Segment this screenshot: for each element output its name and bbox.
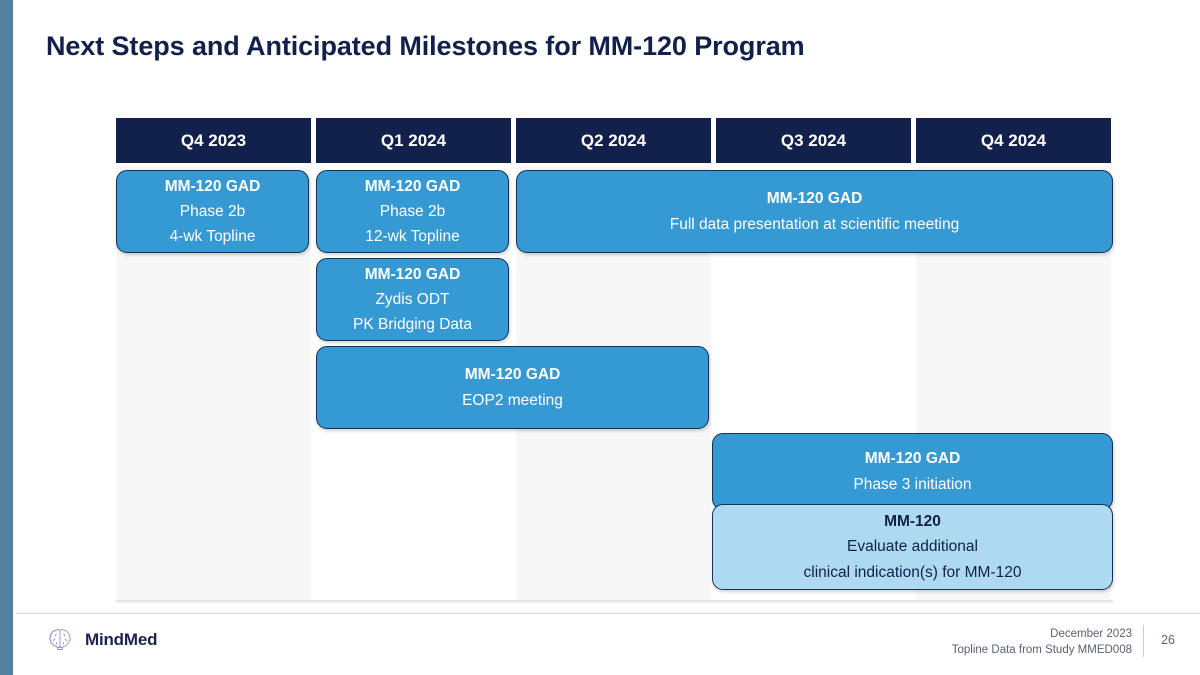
milestone-line2: Phase 2b [379, 202, 446, 220]
footer-vertical-divider [1143, 625, 1144, 657]
milestone-line1: MM-120 GAD [464, 366, 561, 384]
milestone-line3: 4-wk Topline [169, 228, 256, 246]
milestone-line3: PK Bridging Data [353, 316, 472, 334]
quarter-header-row: Q4 2023 Q1 2024 Q2 2024 Q3 2024 Q4 2024 [116, 118, 1113, 163]
milestone-line2: Phase 3 initiation [853, 475, 972, 493]
milestone-line2: Full data presentation at scientific mee… [669, 215, 960, 233]
milestone-line2: Evaluate additional [847, 538, 978, 556]
milestone-bars: MM-120 GAD Phase 2b 4-wk Topline MM-120 … [116, 118, 1113, 600]
milestone-bar-gad-zydis-odt[interactable]: MM-120 GAD Zydis ODT PK Bridging Data [316, 258, 509, 341]
left-accent-strip-inner [13, 0, 16, 675]
quarter-header-q1-2024: Q1 2024 [316, 118, 511, 163]
milestone-line2: Phase 2b [179, 202, 246, 220]
milestone-timeline: Q4 2023 Q1 2024 Q2 2024 Q3 2024 Q4 2024 … [116, 118, 1113, 604]
footer-metadata: December 2023 Topline Data from Study MM… [952, 626, 1132, 659]
milestone-line1: MM-120 GAD [364, 177, 461, 195]
quarter-header-q4-2023: Q4 2023 [116, 118, 311, 163]
footer-date: December 2023 [1050, 628, 1132, 640]
page-title: Next Steps and Anticipated Milestones fo… [46, 31, 805, 61]
timeline-bottom-shadow [116, 600, 1113, 604]
quarter-header-q2-2024: Q2 2024 [516, 118, 711, 163]
page-number: 26 [1161, 633, 1175, 647]
brain-icon [49, 629, 71, 650]
footer-source: Topline Data from Study MMED008 [951, 644, 1132, 657]
quarter-header-q4-2024: Q4 2024 [916, 118, 1111, 163]
milestone-bar-gad-phase2b-12wk[interactable]: MM-120 GAD Phase 2b 12-wk Topline [316, 170, 509, 253]
milestone-line2: EOP2 meeting [462, 391, 563, 409]
milestone-bar-gad-phase2b-4wk[interactable]: MM-120 GAD Phase 2b 4-wk Topline [116, 170, 309, 253]
milestone-line1: MM-120 GAD [766, 190, 863, 208]
mindmed-logo: MindMed [46, 626, 157, 654]
milestone-line3: clinical indication(s) for MM-120 [803, 563, 1022, 581]
quarter-header-q3-2024: Q3 2024 [716, 118, 911, 163]
milestone-line1: MM-120 GAD [864, 450, 961, 468]
milestone-line2: Zydis ODT [375, 290, 450, 308]
milestone-bar-mm120-evaluate[interactable]: MM-120 Evaluate additional clinical indi… [712, 504, 1113, 590]
left-accent-strip [0, 0, 13, 675]
milestone-line1: MM-120 [884, 513, 941, 531]
mindmed-wordmark: MindMed [85, 630, 158, 649]
milestone-line1: MM-120 GAD [164, 177, 261, 195]
milestone-bar-gad-phase3[interactable]: MM-120 GAD Phase 3 initiation [712, 433, 1113, 510]
milestone-bar-gad-eop2[interactable]: MM-120 GAD EOP2 meeting [316, 346, 709, 429]
milestone-bar-gad-full-data[interactable]: MM-120 GAD Full data presentation at sci… [516, 170, 1113, 253]
footer-divider-line [16, 613, 1200, 614]
milestone-line3: 12-wk Topline [365, 228, 460, 246]
milestone-line1: MM-120 GAD [364, 265, 461, 283]
